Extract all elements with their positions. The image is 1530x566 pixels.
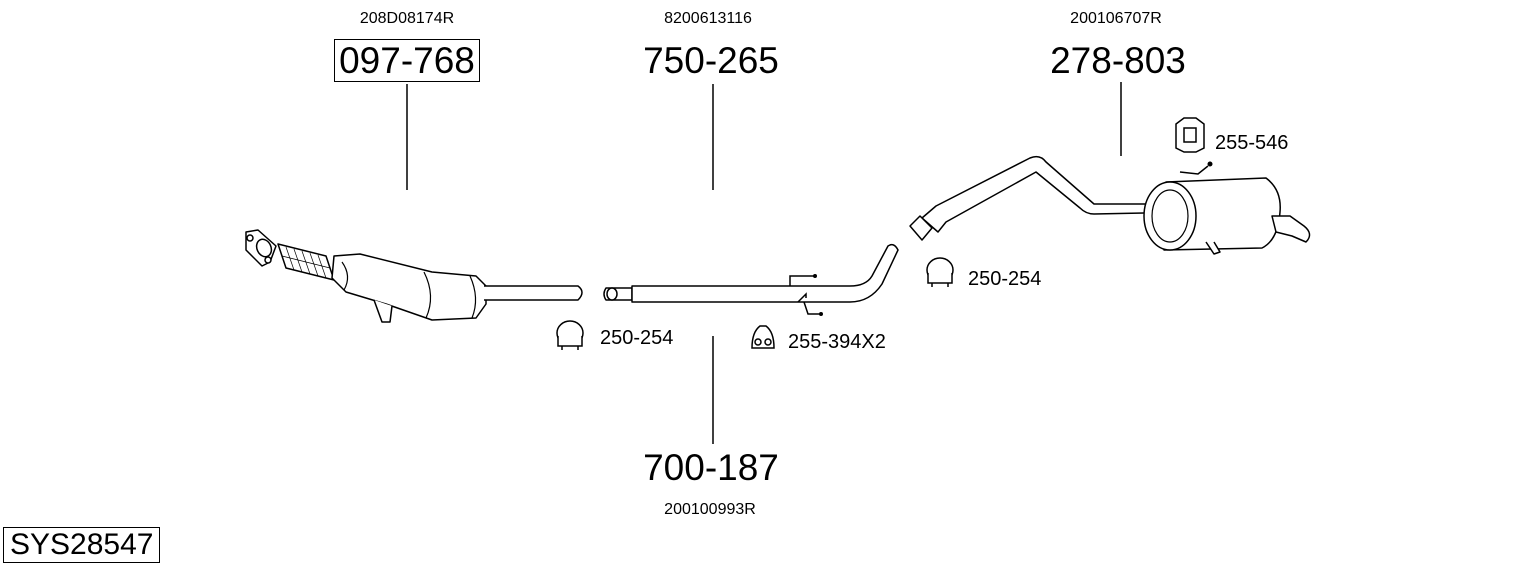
accessory-label-clamp-front[interactable]: 250-254 [600, 327, 673, 349]
tailpipe [1271, 215, 1311, 243]
part-number-front[interactable]: 097-768 [339, 40, 475, 81]
leader-lines [406, 82, 1122, 444]
center-pipe-opening [606, 287, 618, 301]
flange-bolt-hole [264, 256, 272, 264]
center-pipe [631, 243, 899, 303]
oem-label-rear: 200106707R [1070, 10, 1162, 27]
system-code-label: SYS28547 [3, 527, 161, 563]
clamp-icon[interactable] [926, 257, 954, 287]
rubber-hanger-icon[interactable] [751, 325, 775, 349]
converter-body [331, 253, 487, 321]
part-number-rear[interactable]: 278-803 [1050, 40, 1186, 81]
flange-hole [255, 238, 273, 258]
accessory-label-hanger-center[interactable]: 255-394X2 [788, 331, 886, 353]
accessory-label-clamp-rear[interactable]: 250-254 [968, 268, 1041, 290]
silencer-inner-ring [1151, 189, 1189, 243]
flange-bolt-hole [246, 234, 254, 242]
flex-pipe-mesh [281, 246, 331, 279]
oem-label-front: 208D08174R [360, 10, 454, 27]
clamp-icon[interactable] [556, 320, 584, 350]
hanger-pin [813, 274, 817, 278]
selected-part-highlight [334, 39, 480, 82]
oem-label-center-lower: 200100993R [664, 501, 756, 518]
part-number-center-lower[interactable]: 700-187 [643, 447, 779, 488]
converter-rings [341, 261, 477, 319]
rear-pipe-inlet [909, 215, 933, 241]
front-outlet-pipe [484, 285, 583, 301]
silencer-bracket [1205, 241, 1221, 255]
hanger-pin [1207, 161, 1213, 167]
center-pipe-assembly[interactable] [603, 243, 899, 303]
rubber-mount-icon[interactable] [1175, 117, 1205, 153]
hanger-pin [819, 312, 823, 316]
converter-bracket [373, 299, 393, 323]
rear-silencer-assembly[interactable] [909, 155, 1311, 255]
part-number-center-upper[interactable]: 750-265 [643, 40, 779, 81]
center-hanger-wires [789, 275, 820, 315]
oem-label-center-upper: 8200613116 [664, 10, 752, 27]
front-pipe-assembly[interactable] [245, 229, 583, 323]
accessory-label-mount-rear[interactable]: 255-546 [1215, 132, 1288, 154]
silencer-hanger-wire [1179, 165, 1209, 175]
